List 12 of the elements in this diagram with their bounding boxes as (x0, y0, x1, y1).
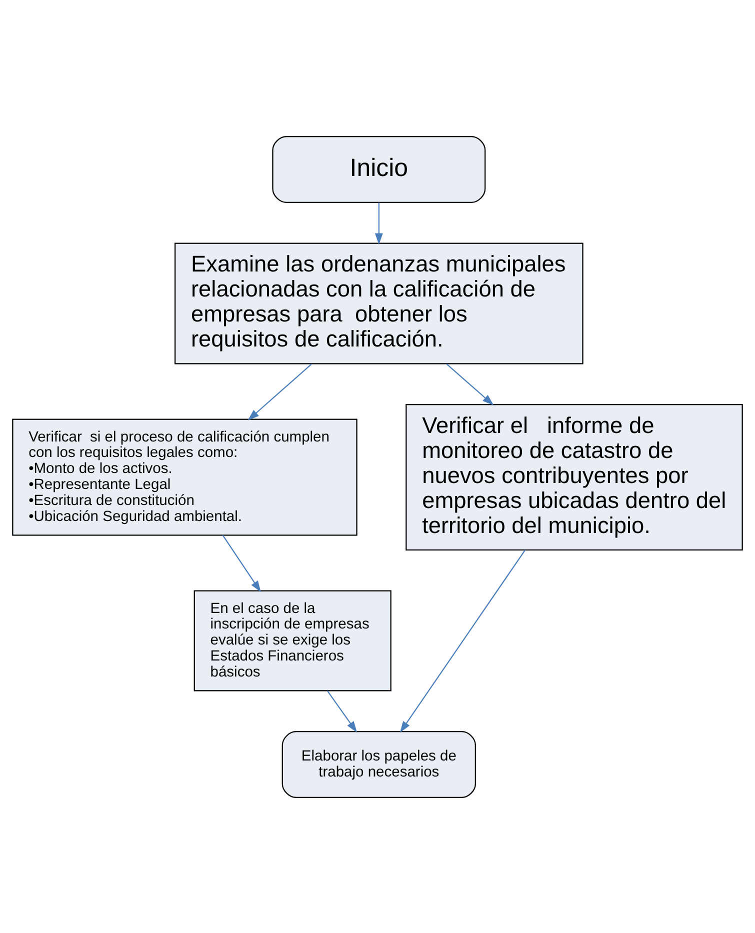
node-box: En el caso de la inscripción de empresas evalúe si se exige los Estados Financieros básicos (194, 590, 392, 691)
arrow (374, 202, 383, 244)
arrow (248, 363, 312, 420)
node-box: Verificar si el proceso de calificación cumplen con los requisitos legales como: •Monto de los activos. •Representante Legal •Escritura de constitución •Ubicación Seguridad ambiental. (12, 418, 358, 536)
arrow (327, 690, 358, 732)
node-box: Elaborar los papeles de trabajo necesarios (282, 730, 476, 798)
arrow (400, 549, 526, 732)
node-box: Examine las ordenanzas municipales relacionadas con la calificación de empresas para obtener los requisitos de calificación. (174, 242, 584, 364)
arrow (446, 363, 494, 405)
node-box: Inicio (272, 135, 486, 202)
node-box: Verificar el informe de monitoreo de catastro de nuevos contribuyentes por empresas ubicadas dentro del territorio del municipio. (406, 403, 743, 550)
arrow (222, 534, 261, 592)
